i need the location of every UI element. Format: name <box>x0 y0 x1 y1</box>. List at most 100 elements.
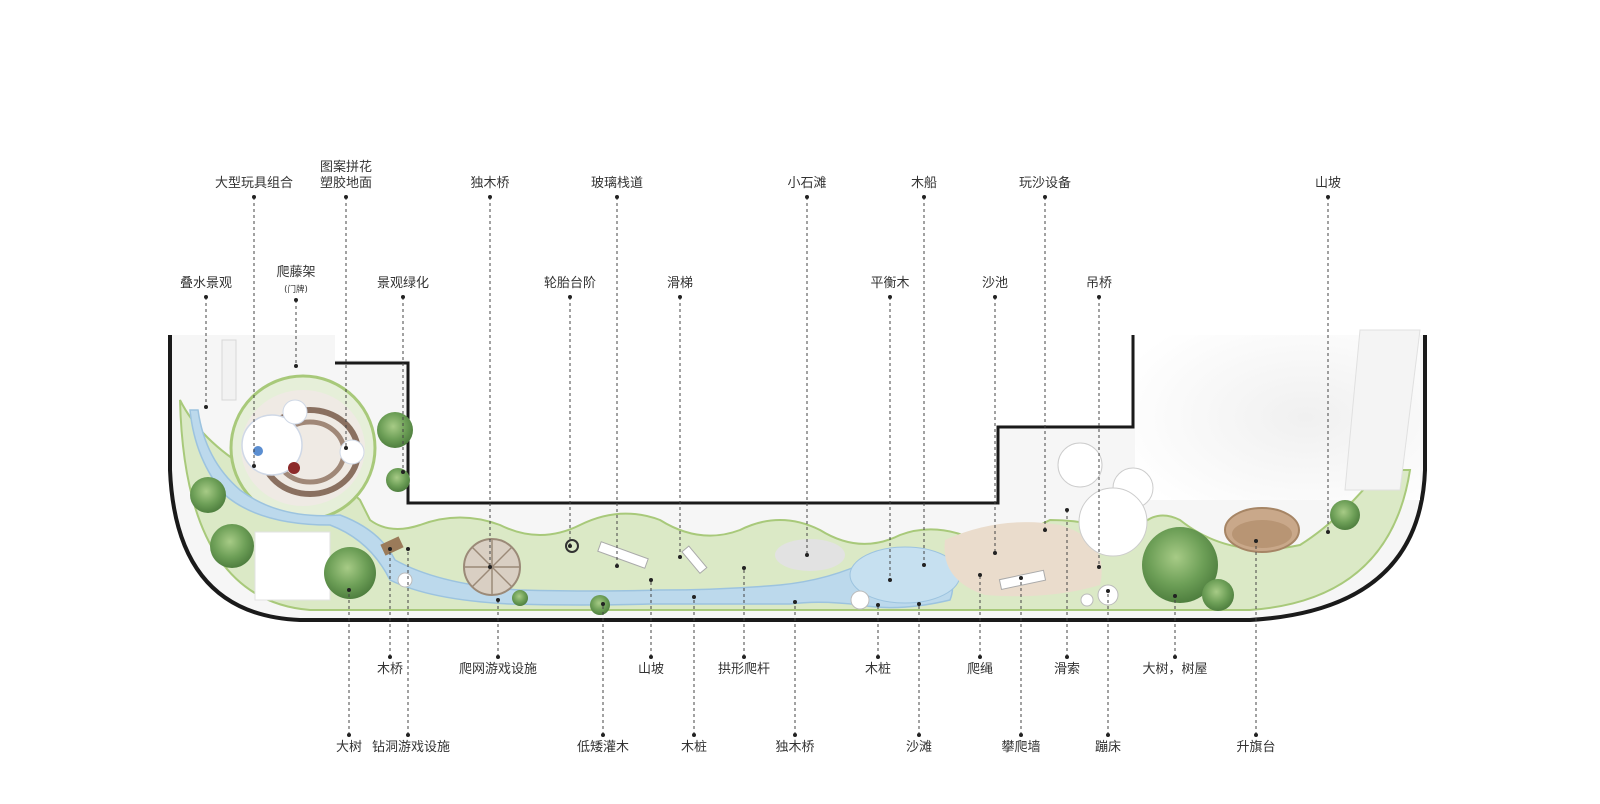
building-notch <box>335 320 1425 505</box>
leader-dot-climbing-wall-end <box>1019 576 1023 580</box>
play-disc-1 <box>397 572 413 588</box>
cascade-structure <box>221 339 237 401</box>
leader-dot-slide-end <box>678 555 682 559</box>
label-wood-stakes-lower: 木桩 <box>681 740 707 755</box>
leader-dot-wood-stakes-lower-start <box>692 733 696 737</box>
leader-dot-glass-walkway-end <box>615 564 619 568</box>
tire-steps <box>565 539 579 553</box>
leader-dot-small-pebble-beach-end <box>805 553 809 557</box>
label-big-tree-treehouse: 大树，树屋 <box>1142 662 1207 677</box>
leader-dot-zipline-end <box>1065 508 1069 512</box>
label-net-climbing: 爬网游戏设施 <box>459 662 537 677</box>
label-climbing-wall: 攀爬墙 <box>1001 740 1040 755</box>
climbing-wall-board <box>998 569 1047 591</box>
leader-dot-climbing-wall-start <box>1019 733 1023 737</box>
leader-dot-pattern-floor-end <box>344 446 348 450</box>
leader-dot-wooden-boat-end <box>922 563 926 567</box>
leader-dot-wooden-bridge-start <box>388 655 392 659</box>
leader-dot-climbing-rope-end <box>978 573 982 577</box>
leader-dot-sand-play-equipment-start <box>1043 195 1047 199</box>
label-balance-beam: 平衡木 <box>870 276 909 291</box>
leader-dot-single-log-bridge-bottom-start <box>793 733 797 737</box>
leader-dot-wood-stakes-lower-end <box>692 595 696 599</box>
label-beach: 沙滩 <box>906 740 932 755</box>
leader-dot-wood-stakes-upper-start <box>876 655 880 659</box>
tree <box>1142 527 1218 603</box>
leader-dot-balance-beam-end <box>888 578 892 582</box>
tree <box>590 595 610 615</box>
label-slope-bottom: 山坡 <box>638 662 664 677</box>
tree <box>1330 500 1360 530</box>
label-sand-play-equipment: 玩沙设备 <box>1019 175 1071 191</box>
tree <box>324 547 376 599</box>
toy-disc-right <box>339 439 365 465</box>
leader-dot-cascade-water-start <box>204 295 208 299</box>
label-wooden-boat: 木船 <box>911 176 937 191</box>
leader-dot-single-log-bridge-top-end <box>488 565 492 569</box>
tree <box>512 590 528 606</box>
label-wooden-bridge: 木桥 <box>377 662 403 677</box>
leader-dot-tunnel-play-end <box>406 547 410 551</box>
leader-dot-cascade-water-end <box>204 405 208 409</box>
leader-dot-arched-climber-start <box>742 655 746 659</box>
leader-dot-slide-start <box>678 295 682 299</box>
toy-disc-large <box>241 414 303 476</box>
tree <box>377 412 413 448</box>
toy-red-marker <box>288 462 300 474</box>
leader-dot-suspension-bridge-start <box>1097 295 1101 299</box>
label-vine-trellis-note: (门牌) <box>284 284 308 295</box>
leader-dot-glass-walkway-start <box>615 195 619 199</box>
leader-dot-wooden-boat-start <box>922 195 926 199</box>
toy-blue-marker <box>253 446 263 456</box>
leader-dot-single-log-bridge-bottom-end <box>793 600 797 604</box>
label-arched-climber: 拱形爬杆 <box>718 662 770 677</box>
leader-dot-beach-start <box>917 733 921 737</box>
label-flag-platform: 升旗台 <box>1236 739 1275 755</box>
sand-circle-3 <box>1078 487 1148 557</box>
leader-dot-pattern-floor-start <box>344 195 348 199</box>
trampoline-2 <box>1080 593 1094 607</box>
leader-dot-slope-bottom-end <box>649 578 653 582</box>
glass-walkway <box>597 541 649 569</box>
leader-dot-climbing-rope-start <box>978 655 982 659</box>
leader-dot-tunnel-play-start <box>406 733 410 737</box>
leader-dot-landscape-greening-start <box>401 295 405 299</box>
leader-dot-sand-pit-end <box>993 551 997 555</box>
tree <box>210 524 254 568</box>
tree <box>1202 579 1234 611</box>
building-outline <box>335 335 1135 505</box>
sand-area <box>944 522 1102 597</box>
leader-dot-big-tree-start <box>347 733 351 737</box>
label-single-log-bridge-top: 独木桥 <box>470 176 509 191</box>
leader-dot-big-tree-treehouse-end <box>1173 594 1177 598</box>
leader-lines <box>204 195 1330 737</box>
leader-dot-low-shrubs-start <box>601 733 605 737</box>
tree <box>386 468 410 492</box>
label-big-tree: 大树 <box>336 740 362 755</box>
beach-disc-1 <box>850 590 870 610</box>
label-suspension-bridge: 吊桥 <box>1086 276 1112 291</box>
leader-dot-vine-trellis-start <box>294 298 298 302</box>
leader-dot-tire-steps-start <box>568 295 572 299</box>
leader-dot-big-toy-set-start <box>252 195 256 199</box>
leader-dot-trampoline-end <box>1106 589 1110 593</box>
slide-deck <box>681 545 708 575</box>
label-slope-top: 山坡 <box>1315 176 1341 191</box>
label-tunnel-play: 钻洞游戏设施 <box>372 740 450 755</box>
leader-dot-small-pebble-beach-start <box>805 195 809 199</box>
leader-dot-net-climbing-end <box>496 598 500 602</box>
label-small-pebble-beach: 小石滩 <box>787 176 826 191</box>
slope-stripes <box>1344 329 1421 491</box>
label-low-shrubs: 低矮灌木 <box>577 740 629 755</box>
label-cascade-water: 叠水景观 <box>180 276 232 291</box>
label-vine-trellis: 爬藤架 <box>276 265 315 280</box>
label-big-toy-set: 大型玩具组合 <box>215 176 293 191</box>
leader-dot-slope-top-end <box>1326 530 1330 534</box>
label-zipline: 滑索 <box>1054 662 1080 677</box>
label-slide: 滑梯 <box>667 276 693 291</box>
sand-circle-1 <box>1057 442 1103 488</box>
leader-dot-sand-pit-start <box>993 295 997 299</box>
label-tire-steps: 轮胎台阶 <box>544 276 596 291</box>
